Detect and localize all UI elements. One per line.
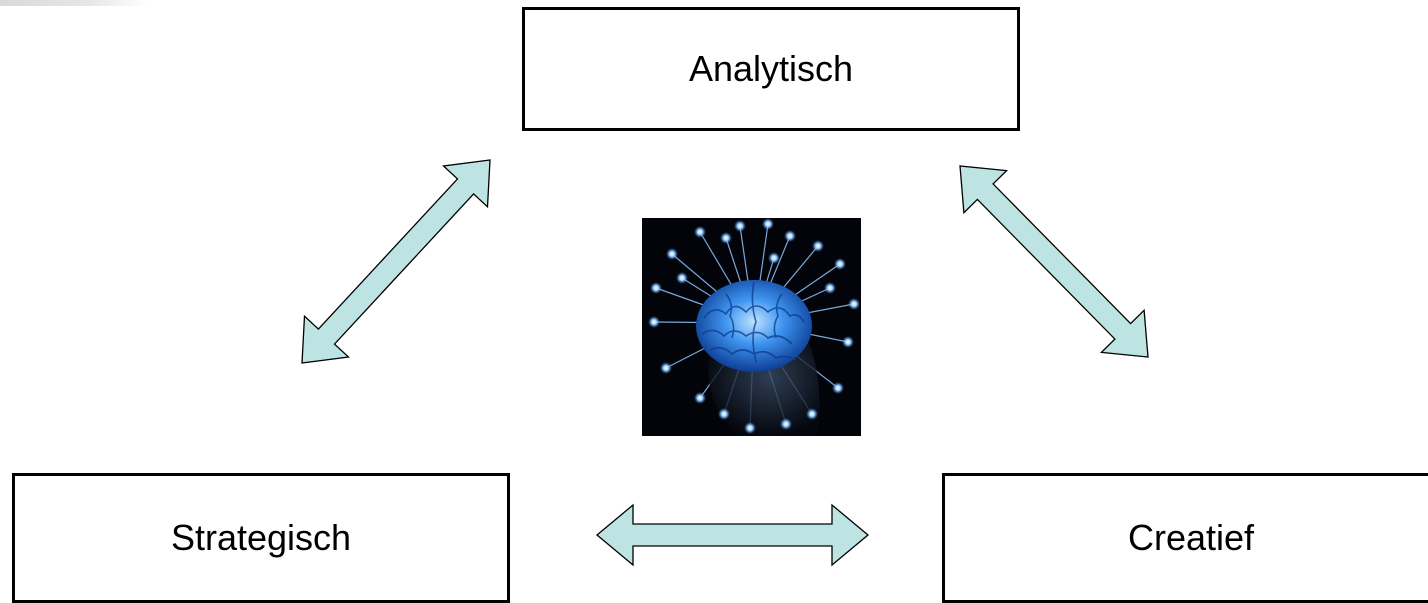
- node-creatief: Creatief: [942, 473, 1428, 603]
- node-analytisch: Analytisch: [522, 7, 1020, 131]
- slide-corner-artifact: [0, 0, 148, 6]
- node-creatief-label: Creatief: [1127, 517, 1255, 558]
- node-strategisch-label: Strategisch: [170, 517, 352, 558]
- arrow-strategisch-creatief: [595, 503, 870, 567]
- brain-network-image: [642, 218, 861, 436]
- node-strategisch: Strategisch: [12, 473, 510, 603]
- arrow-strategisch-analytisch: [301, 159, 491, 364]
- node-analytisch-label: Analytisch: [688, 48, 854, 89]
- arrow-analytisch-creatief: [959, 165, 1149, 358]
